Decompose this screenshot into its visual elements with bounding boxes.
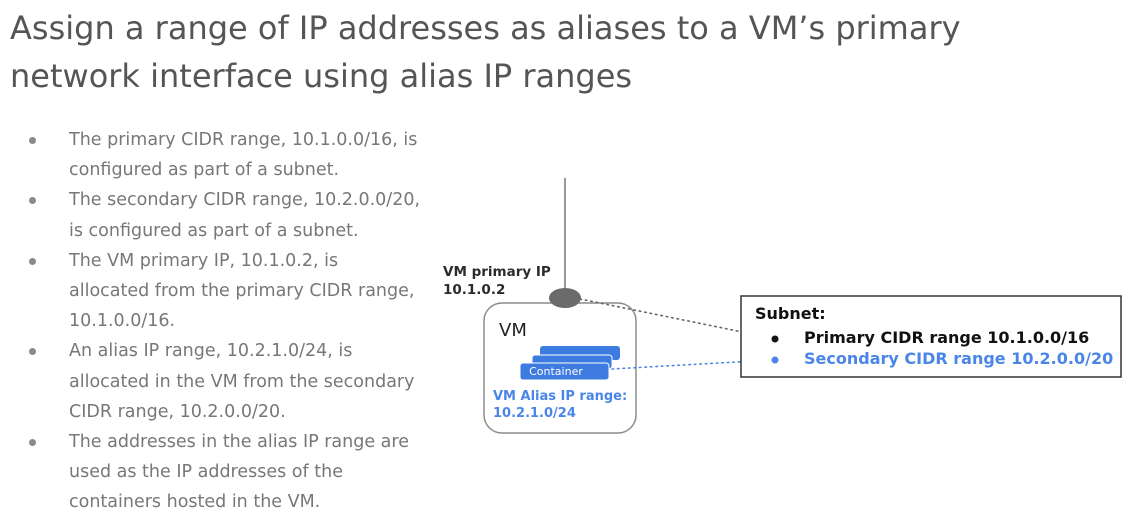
vm-primary-ip-label: VM primary IP 10.1.0.2 — [443, 263, 551, 299]
bullet-item-alias-ip-range: An alias IP range, 10.2.1.0/24, is alloc… — [24, 336, 444, 427]
subnet-title: Subnet: — [755, 304, 826, 323]
network-interface-icon — [549, 288, 581, 308]
bullet-text: The VM primary IP, 10.1.0.2, is — [69, 250, 339, 271]
container-stack-icon — [519, 346, 620, 381]
bullet-dot-icon — [29, 439, 36, 447]
primary-cidr-range: Primary CIDR range 10.1.0.0/16 — [804, 328, 1090, 347]
bullet-text: CIDR range, 10.2.0.0/20. — [69, 401, 286, 422]
bullet-item-primary-cidr: The primary CIDR range, 10.1.0.0/16, is … — [24, 125, 444, 185]
slide-title-line-2: network interface using alias IP ranges — [10, 57, 633, 95]
bullet-item-vm-primary-ip: The VM primary IP, 10.1.0.2, is allocate… — [24, 246, 444, 337]
slide-title: Assign a range of IP addresses as aliase… — [10, 4, 1110, 100]
bullet-text: configured as part of a subnet. — [69, 160, 340, 181]
bullet-text: The secondary CIDR range, 10.2.0.0/20, — [69, 190, 421, 211]
container-label: Container — [529, 365, 583, 378]
vm-alias-ip-range-value: 10.2.1.0/24 — [493, 406, 576, 421]
bullet-dot-icon — [29, 348, 36, 356]
bullet-text: An alias IP range, 10.2.1.0/24, is — [69, 341, 353, 362]
bullet-text: containers hosted in the VM. — [69, 492, 321, 513]
bullet-dot-icon — [29, 257, 36, 265]
vm-primary-ip-caption: VM primary IP — [443, 264, 551, 280]
container-layer-front — [519, 362, 610, 381]
bullet-text: The primary CIDR range, 10.1.0.0/16, is — [69, 130, 418, 150]
bullet-text: used as the IP addresses of the — [69, 462, 343, 483]
vm-alias-ip-range-label: VM Alias IP range: 10.2.1.0/24 — [493, 388, 627, 422]
bullet-list: The primary CIDR range, 10.1.0.0/16, is … — [24, 125, 444, 518]
bullet-item-container-addresses: The addresses in the alias IP range are … — [24, 427, 444, 518]
primary-range-connector — [579, 298, 773, 339]
vm-label: VM — [499, 320, 527, 341]
bullet-dot-icon — [29, 197, 36, 205]
bullet-text: allocated from the primary CIDR range, — [69, 281, 415, 302]
primary-range-bullet-icon — [771, 335, 779, 343]
vm-alias-ip-range-caption: VM Alias IP range: — [493, 389, 628, 404]
bullet-item-secondary-cidr: The secondary CIDR range, 10.2.0.0/20, i… — [24, 185, 444, 245]
bullet-text: The addresses in the alias IP range are — [69, 432, 409, 453]
bullet-text: allocated in the VM from the secondary — [69, 371, 415, 392]
slide-title-line-1: Assign a range of IP addresses as aliase… — [10, 9, 961, 47]
secondary-cidr-range: Secondary CIDR range 10.2.0.0/20 — [804, 349, 1114, 368]
vm-primary-ip-value: 10.1.0.2 — [443, 282, 506, 298]
secondary-range-bullet-icon — [771, 356, 779, 364]
bullet-text: 10.1.0.0/16. — [69, 311, 176, 332]
bullet-dot-icon — [29, 137, 36, 144]
subnet-box — [740, 295, 1122, 378]
bullet-text: is configured as part of a subnet. — [69, 220, 359, 241]
